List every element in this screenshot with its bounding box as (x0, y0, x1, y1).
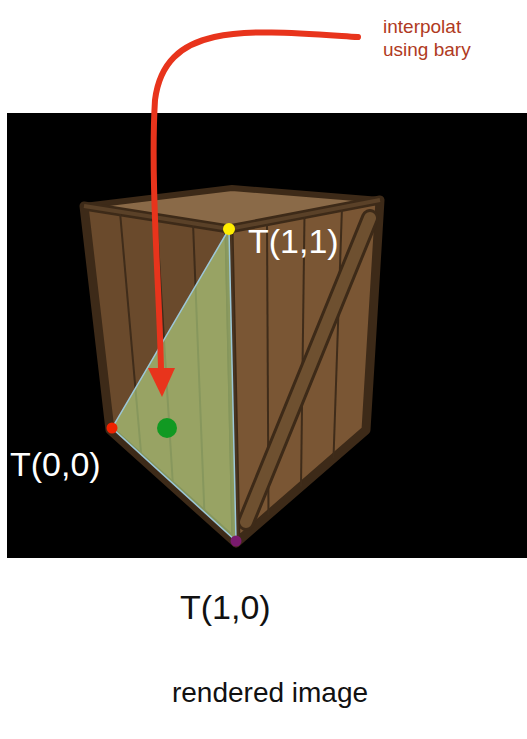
vertex-label-holder: T(0,0) (10, 447, 101, 481)
arrow-head (148, 368, 175, 397)
vertex-label-holder: T(1,1) (248, 224, 339, 258)
vertex-dot (223, 223, 235, 235)
vertex-dot (231, 536, 242, 547)
vertex-label-holder: T(1,0) (180, 590, 271, 624)
caption-holder: rendered image (172, 678, 368, 709)
triangle (112, 229, 236, 541)
callout-arrow (154, 32, 358, 370)
callout-note-holder: interpolat using bary (383, 16, 483, 62)
crate-left-face (84, 206, 236, 543)
crate-right-face (229, 200, 380, 543)
brace-edge (246, 218, 370, 522)
callout-note: interpolat using bary (383, 16, 483, 62)
sample-point (157, 418, 177, 438)
caption: rendered image (172, 678, 368, 709)
brace (246, 218, 370, 522)
crate (84, 188, 380, 543)
vertex-label: T(0,0) (10, 447, 101, 481)
vertex-label: T(1,0) (180, 590, 271, 624)
render-background (7, 113, 527, 558)
vertex-label: T(1,1) (248, 224, 339, 258)
vertex-dot (107, 423, 118, 434)
